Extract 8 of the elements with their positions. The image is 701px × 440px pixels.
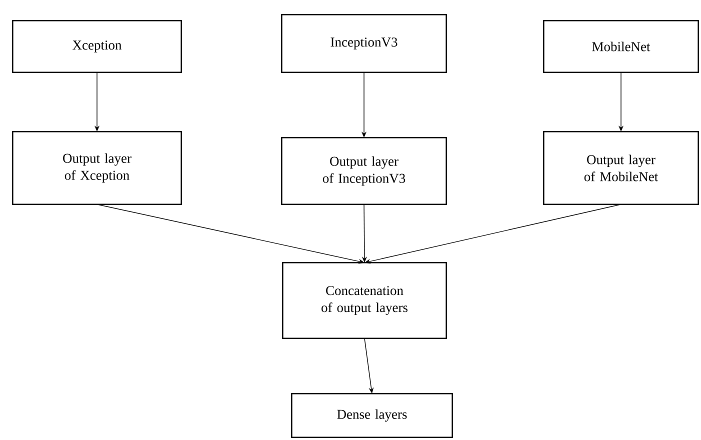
process-box: Xception: [12, 20, 182, 73]
process-box: Output layer of InceptionV3: [281, 137, 447, 205]
process-box: Output layer of Xception: [12, 131, 182, 205]
process-box: InceptionV3: [281, 14, 447, 73]
process-box: MobileNet: [543, 20, 699, 73]
process-box: Concatenation of output layers: [282, 262, 447, 339]
process-box: Output layer of MobileNet: [543, 131, 699, 205]
process-box: Dense layers: [291, 393, 453, 438]
